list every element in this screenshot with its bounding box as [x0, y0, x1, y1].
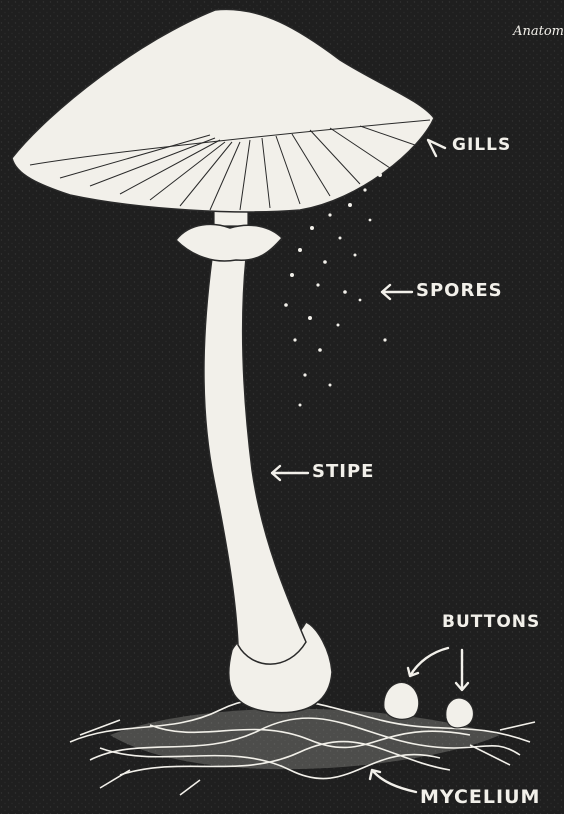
label-spores: SPORES	[416, 282, 503, 300]
button-1	[384, 682, 419, 719]
corner-title: Anatom	[513, 25, 564, 38]
label-mycelium: MYCELIUM	[420, 788, 540, 807]
label-stipe: STIPE	[312, 463, 374, 481]
label-gills: GILLS	[452, 137, 511, 154]
button-2	[446, 698, 474, 728]
label-buttons: BUTTONS	[442, 614, 540, 631]
